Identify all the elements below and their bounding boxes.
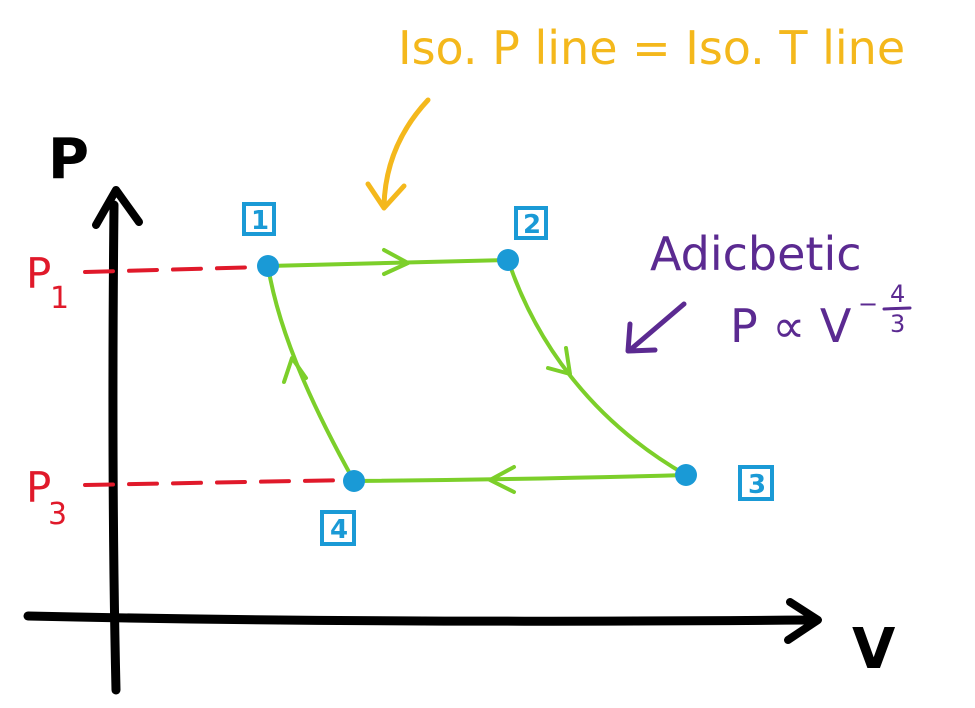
state-label-4: 4 <box>320 510 356 546</box>
adiabat-annotation-relation: P ∝ V <box>730 299 852 353</box>
state-point-3 <box>675 464 697 486</box>
y-axis-arrowhead <box>92 186 143 229</box>
isobar-annotation: Iso. P line = Iso. T line <box>365 21 905 211</box>
state-label-2-box <box>514 206 548 240</box>
state-label-4-box <box>320 510 356 546</box>
adiabat-annotation-title: Adicbetic <box>650 227 862 281</box>
adiabat-4-to-1 <box>266 264 356 483</box>
state-point-4 <box>343 470 365 492</box>
arrow-2-to-3 <box>546 346 572 376</box>
state-label-1-box <box>242 202 276 236</box>
cycle-path <box>266 248 688 494</box>
p1-subscript: 1 <box>50 281 69 316</box>
adiabat-2-to-3 <box>506 258 688 477</box>
arrow-3-to-4 <box>488 465 516 494</box>
y-axis-line <box>108 200 121 695</box>
arrow-1-to-2 <box>382 248 410 276</box>
p3-subscript: 3 <box>48 497 67 532</box>
state-labels: 1 2 3 4 <box>242 202 774 546</box>
arrow-4-to-1 <box>282 356 308 384</box>
state-label-1-text: 1 <box>251 206 269 236</box>
state-points <box>257 249 697 492</box>
isobar-3-to-4 <box>352 473 688 483</box>
isobar-annotation-arrowhead <box>365 181 407 211</box>
isobar-1-to-2 <box>266 258 510 268</box>
p1-guide-line <box>83 265 264 274</box>
adiabat-exponent-fraction-bar <box>882 306 912 311</box>
adiabat-exponent-numerator: 4 <box>890 280 905 308</box>
x-axis-label: V <box>852 617 896 682</box>
adiabat-annotation-arrowhead <box>625 321 658 354</box>
y-axis-label: P <box>48 127 89 192</box>
x-axis-arrowhead <box>784 598 822 644</box>
p3-guide-line <box>83 478 352 487</box>
state-label-3-text: 3 <box>748 470 766 500</box>
state-label-4-text: 4 <box>330 515 348 545</box>
state-label-2: 2 <box>514 206 548 240</box>
adiabat-exponent-denominator: 3 <box>890 310 905 338</box>
x-axis-line <box>23 611 815 626</box>
p1-label: P <box>26 249 51 298</box>
state-label-3-box <box>738 465 774 501</box>
pressure-guides: P 1 P 3 <box>26 249 352 532</box>
p3-label: P <box>26 463 51 512</box>
state-label-1: 1 <box>242 202 276 236</box>
isobar-annotation-text: Iso. P line = Iso. T line <box>398 21 905 75</box>
state-point-1 <box>257 255 279 277</box>
axes: P V <box>23 127 896 695</box>
state-point-2 <box>497 249 519 271</box>
adiabat-exponent-sign: − <box>858 290 878 318</box>
adiabat-annotation: Adicbetic P ∝ V − 4 3 <box>625 227 912 354</box>
state-label-3: 3 <box>738 465 774 501</box>
adiabat-annotation-arrow <box>627 301 687 353</box>
state-label-2-text: 2 <box>523 210 541 240</box>
isobar-annotation-arrow <box>381 97 431 209</box>
